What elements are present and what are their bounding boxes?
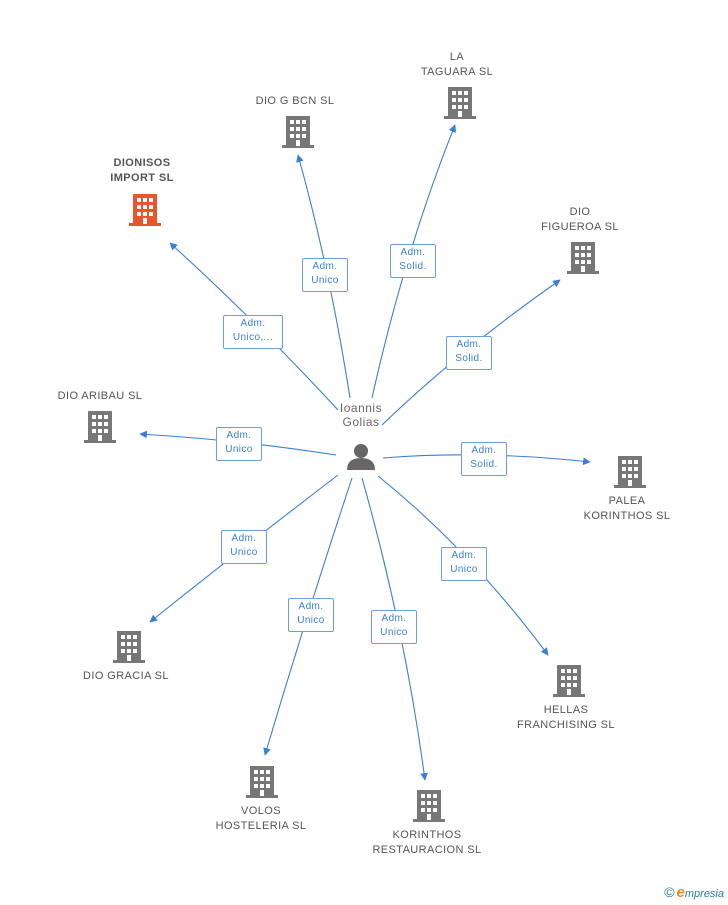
building-icon[interactable] bbox=[567, 242, 599, 274]
building-icon[interactable] bbox=[113, 631, 145, 663]
role-box-diog[interactable]: Adm. Unico bbox=[302, 258, 348, 292]
company-name-line2: RESTAURACION SL bbox=[372, 844, 482, 856]
brand-footer[interactable]: ©empresia bbox=[664, 884, 724, 901]
company-label-hellas[interactable]: HELLAS FRANCHISING SL bbox=[506, 703, 626, 733]
company-name-line1: DIO ARIBAU SL bbox=[57, 390, 143, 402]
role-line1: Adm. bbox=[381, 613, 407, 624]
company-label-figueroa[interactable]: DIO FIGUEROA SL bbox=[520, 205, 640, 235]
role-line1: Adm. bbox=[226, 430, 252, 441]
building-icon[interactable] bbox=[413, 790, 445, 822]
role-line2: Unico,... bbox=[232, 332, 274, 343]
company-name-line2: IMPORT SL bbox=[110, 172, 174, 184]
company-name-line1: DIO GRACIA SL bbox=[83, 670, 169, 682]
role-line1: Adm. bbox=[471, 445, 497, 456]
building-icon[interactable] bbox=[129, 194, 161, 226]
company-name-line1: DIO bbox=[569, 206, 591, 218]
company-name-line1: PALEA bbox=[608, 495, 646, 507]
role-box-aribau[interactable]: Adm. Unico bbox=[216, 427, 262, 461]
role-line1: Adm. bbox=[298, 601, 324, 612]
company-name-line2: TAGUARA SL bbox=[420, 66, 494, 78]
company-label-diog[interactable]: DIO G BCN SL bbox=[235, 94, 355, 109]
center-name-line2: Golias bbox=[342, 415, 380, 429]
company-label-gracia[interactable]: DIO GRACIA SL bbox=[66, 669, 186, 684]
company-label-volos[interactable]: VOLOS HOSTELERIA SL bbox=[201, 804, 321, 834]
role-box-palea[interactable]: Adm. Solid. bbox=[461, 442, 507, 476]
role-line2: Solid. bbox=[399, 261, 427, 272]
company-name-line1: LA bbox=[449, 51, 465, 63]
role-line2: Unico bbox=[230, 547, 258, 558]
role-line1: Adm. bbox=[456, 339, 482, 350]
role-line2: Unico bbox=[225, 444, 253, 455]
company-name-line1: DIONISOS bbox=[113, 157, 171, 169]
building-icon[interactable] bbox=[84, 411, 116, 443]
role-line1: Adm. bbox=[231, 533, 257, 544]
brand-logo-text: mpresia bbox=[684, 888, 724, 900]
role-line2: Solid. bbox=[470, 459, 498, 470]
role-line2: Unico bbox=[297, 615, 325, 626]
role-line2: Solid. bbox=[455, 353, 483, 364]
copyright-icon: © bbox=[664, 884, 675, 900]
building-icon[interactable] bbox=[444, 87, 476, 119]
company-name-line1: KORINTHOS bbox=[392, 829, 462, 841]
role-line2: Unico bbox=[311, 275, 339, 286]
company-name-line2: HOSTELERIA SL bbox=[215, 820, 307, 832]
role-box-taguara[interactable]: Adm. Solid. bbox=[390, 244, 436, 278]
company-label-taguara[interactable]: LA TAGUARA SL bbox=[397, 50, 517, 80]
role-box-volos[interactable]: Adm. Unico bbox=[288, 598, 334, 632]
company-label-dionisos[interactable]: DIONISOS IMPORT SL bbox=[82, 156, 202, 186]
brand-logo-letter: e bbox=[676, 884, 685, 901]
role-line1: Adm. bbox=[451, 550, 477, 561]
company-label-korinthos[interactable]: KORINTHOS RESTAURACION SL bbox=[362, 828, 492, 858]
company-label-aribau[interactable]: DIO ARIBAU SL bbox=[40, 389, 160, 404]
company-name-line1: VOLOS bbox=[241, 805, 281, 817]
building-icon[interactable] bbox=[553, 665, 585, 697]
center-person-name[interactable]: Ioannis Golias bbox=[321, 401, 401, 429]
company-name-line1: DIO G BCN SL bbox=[255, 95, 335, 107]
building-icon[interactable] bbox=[282, 116, 314, 148]
building-icon[interactable] bbox=[614, 456, 646, 488]
role-box-korinthos[interactable]: Adm. Unico bbox=[371, 610, 417, 644]
role-line2: Unico bbox=[450, 564, 478, 575]
company-name-line2: KORINTHOS SL bbox=[583, 510, 671, 522]
role-box-dionisos[interactable]: Adm. Unico,... bbox=[223, 315, 283, 349]
role-line1: Adm. bbox=[240, 318, 266, 329]
company-name-line2: FRANCHISING SL bbox=[517, 719, 615, 731]
role-line2: Unico bbox=[380, 627, 408, 638]
role-box-gracia[interactable]: Adm. Unico bbox=[221, 530, 267, 564]
person-icon[interactable] bbox=[347, 444, 375, 470]
company-name-line1: HELLAS bbox=[543, 704, 589, 716]
center-name-line1: Ioannis bbox=[339, 401, 383, 415]
building-icon[interactable] bbox=[246, 766, 278, 798]
role-line1: Adm. bbox=[400, 247, 426, 258]
role-line1: Adm. bbox=[312, 261, 338, 272]
company-name-line2: FIGUEROA SL bbox=[541, 221, 619, 233]
role-box-figueroa[interactable]: Adm. Solid. bbox=[446, 336, 492, 370]
role-box-hellas[interactable]: Adm. Unico bbox=[441, 547, 487, 581]
company-label-palea[interactable]: PALEA KORINTHOS SL bbox=[567, 494, 687, 524]
